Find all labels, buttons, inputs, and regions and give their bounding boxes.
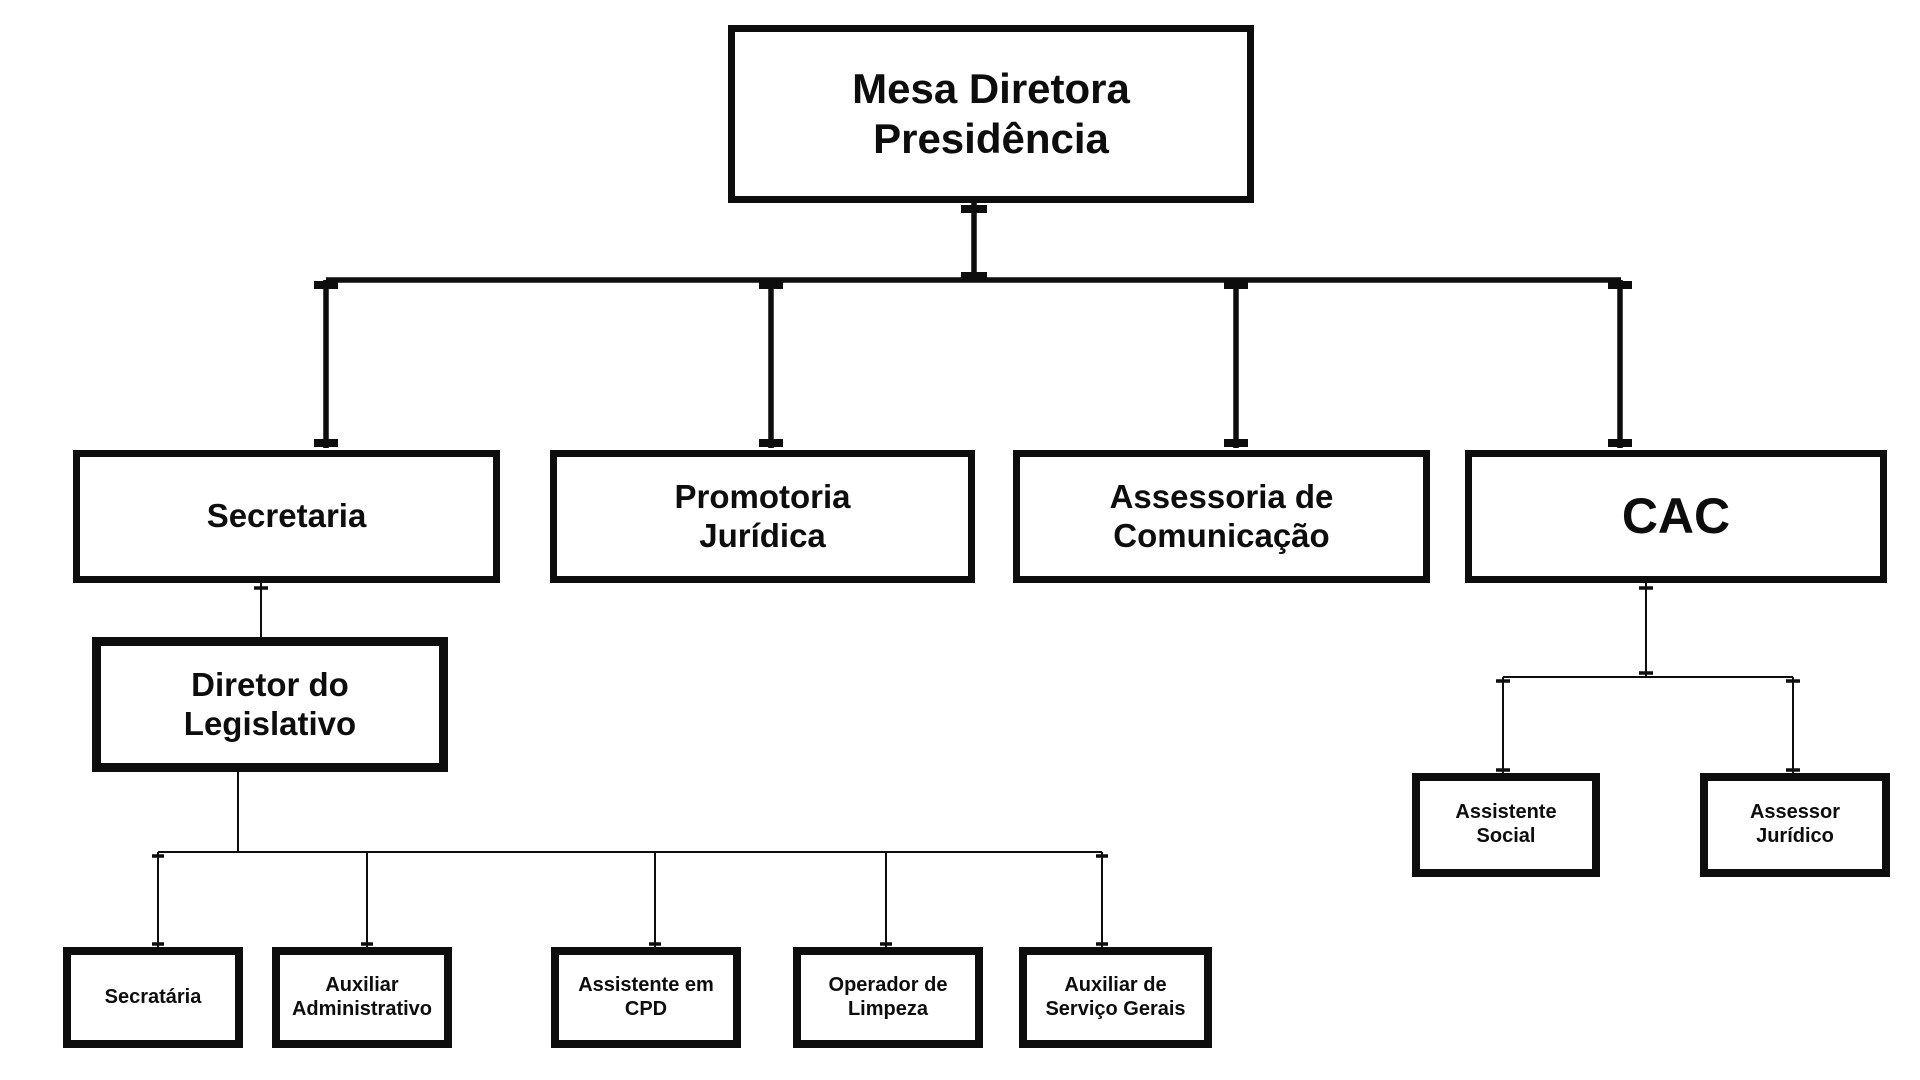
org-node-diretor-legislativo: Diretor do Legislativo (92, 637, 448, 772)
org-node-label: CAC (1621, 488, 1731, 544)
org-node-secretaria: Secretaria (73, 450, 500, 583)
org-node-label: Diretor do Legislativo (183, 665, 357, 742)
org-node-label: Auxiliar de Serviço Gerais (1045, 973, 1186, 1020)
org-node-label: Promotoria Jurídica (674, 477, 851, 554)
org-node-label: Assistente Social (1455, 801, 1557, 847)
org-node-cac: CAC (1465, 450, 1887, 583)
thick-connectors (314, 203, 1632, 448)
org-node-auxiliar-administrativo: Auxiliar Administrativo (272, 947, 452, 1048)
org-node-assistente-cpd: Assistente em CPD (551, 947, 741, 1048)
org-node-label: Secretaria (206, 497, 367, 535)
org-node-label: Auxiliar Administrativo (291, 973, 433, 1020)
org-node-label: Mesa Diretora Presidência (852, 65, 1130, 162)
thin-connectors (152, 583, 1800, 949)
org-node-mesa-diretora-presidencia: Mesa Diretora Presidência (728, 25, 1254, 203)
org-node-assistente-social: Assistente Social (1412, 773, 1600, 877)
org-node-assessoria-comunicacao: Assessoria de Comunicação (1013, 450, 1430, 583)
org-node-label: Assessor Jurídico (1749, 801, 1841, 847)
org-node-label: Assessoria de Comunicação (1109, 477, 1334, 554)
org-node-operador-limpeza: Operador de Limpeza (793, 947, 983, 1048)
org-node-assessor-juridico: Assessor Jurídico (1700, 773, 1890, 877)
org-node-label: Secratária (104, 985, 202, 1008)
org-node-label: Assistente em CPD (578, 973, 714, 1020)
org-node-promotoria-juridica: Promotoria Jurídica (550, 450, 975, 583)
org-node-secrataria: Secratária (63, 947, 243, 1048)
org-node-label: Operador de Limpeza (828, 973, 948, 1020)
org-node-auxiliar-servico-gerais: Auxiliar de Serviço Gerais (1019, 947, 1212, 1048)
